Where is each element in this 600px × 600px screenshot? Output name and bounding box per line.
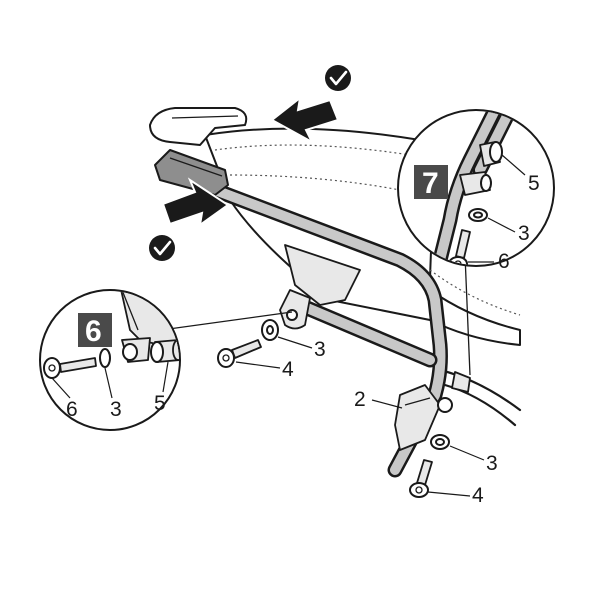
callout-bolt: 6 <box>66 398 78 421</box>
callout-washer: 3 <box>314 338 326 361</box>
callout-bolt: 4 <box>472 484 484 507</box>
rear-mount-plate <box>284 244 361 306</box>
step-badge-6 <box>78 313 112 347</box>
seat-stitching <box>214 144 411 156</box>
callout-bolt: 6 <box>498 250 510 273</box>
rack-frame <box>154 149 448 478</box>
callout-washer: 3 <box>486 452 498 475</box>
callout-bracket: 2 <box>354 388 366 411</box>
callout-bolt: 4 <box>282 358 294 381</box>
callout-washer: 3 <box>518 222 530 245</box>
main-hardware <box>217 319 450 498</box>
main-callouts: 3 4 2 3 4 <box>235 336 498 507</box>
callout-spacer: 5 <box>154 392 166 415</box>
zoom-detail-right: 7 5 3 6 <box>397 109 555 376</box>
zoom-detail-left: 6 6 3 5 <box>39 289 293 431</box>
step-number: 7 <box>422 167 439 200</box>
bolt <box>409 459 433 498</box>
grab-handle <box>149 107 248 146</box>
motorcycle-body <box>149 107 522 427</box>
frame-bracket-tab <box>279 289 311 330</box>
bolt <box>217 339 262 368</box>
callout-washer: 3 <box>110 398 122 421</box>
front-mount-block <box>154 149 229 196</box>
lower-bracket <box>394 371 471 451</box>
step-badge-7 <box>414 165 448 199</box>
callout-spacer: 5 <box>528 172 540 195</box>
step-number: 6 <box>85 315 102 348</box>
arrow-icon <box>270 95 340 145</box>
arrow-icon <box>161 177 230 228</box>
check-icon <box>149 235 175 261</box>
check-icon <box>325 65 351 91</box>
